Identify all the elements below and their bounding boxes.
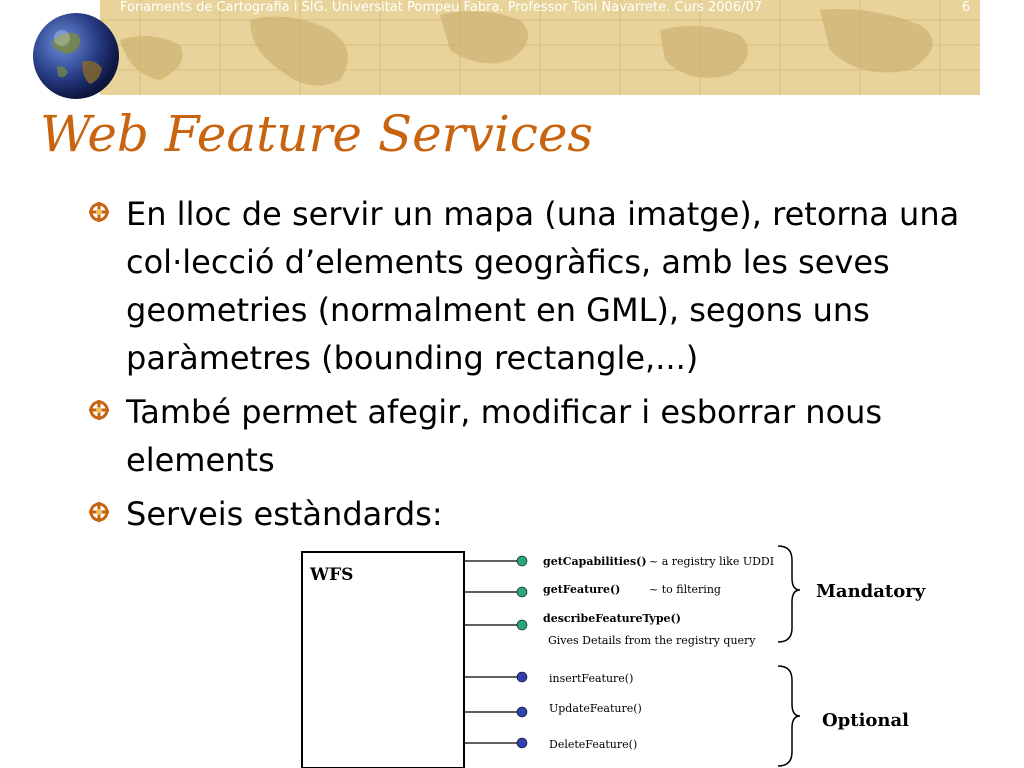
optional-dot: [516, 737, 528, 749]
op-describefeaturetype: describeFeatureType(): [543, 612, 681, 625]
wfs-box: [301, 551, 465, 768]
op-getcapabilities: getCapabilities(): [543, 555, 647, 568]
bullet-text: En lloc de servir un mapa (una imatge), …: [126, 195, 960, 377]
world-map-background: [100, 0, 980, 95]
op-getfeature-note: ~ to filtering: [649, 583, 721, 596]
op-insertfeature: insertFeature(): [549, 672, 633, 685]
bullet-text: També permet afegir, modificar i esborra…: [126, 393, 883, 479]
header-banner: [100, 0, 980, 95]
sun-bullet-icon: [89, 400, 109, 420]
bullet-item: En lloc de servir un mapa (una imatge), …: [88, 190, 1008, 382]
mandatory-dot: [516, 586, 528, 598]
wfs-box-label: WFS: [309, 565, 353, 585]
bullet-text: Serveis estàndards:: [126, 495, 443, 533]
mandatory-brace: [777, 545, 801, 643]
op-getcapabilities-note: ~ a registry like UDDI: [649, 555, 774, 568]
op-describefeaturetype-note: Gives Details from the registry query: [548, 634, 756, 647]
page-number: 6: [962, 0, 971, 15]
mandatory-dot: [516, 619, 528, 631]
globe-icon: [33, 13, 119, 99]
page-title: Web Feature Services: [40, 105, 594, 163]
wfs-operations-diagram: WFS getCapabilities() ~ a registry like …: [301, 545, 926, 768]
optional-label: Optional: [822, 710, 909, 731]
bullet-list: En lloc de servir un mapa (una imatge), …: [88, 190, 1008, 544]
op-deletefeature: DeleteFeature(): [549, 738, 637, 751]
mandatory-label: Mandatory: [816, 581, 926, 602]
optional-dot: [516, 706, 528, 718]
bullet-item: Serveis estàndards:: [88, 490, 1008, 538]
op-getfeature: getFeature(): [543, 583, 620, 596]
sun-bullet-icon: [89, 502, 109, 522]
op-updatefeature: UpdateFeature(): [549, 702, 642, 715]
optional-brace: [777, 665, 801, 767]
bullet-item: També permet afegir, modificar i esborra…: [88, 388, 1008, 484]
header-course-info: Fonaments de Cartografia i SIG. Universi…: [120, 0, 762, 15]
optional-dot: [516, 671, 528, 683]
mandatory-dot: [516, 555, 528, 567]
sun-bullet-icon: [89, 202, 109, 222]
